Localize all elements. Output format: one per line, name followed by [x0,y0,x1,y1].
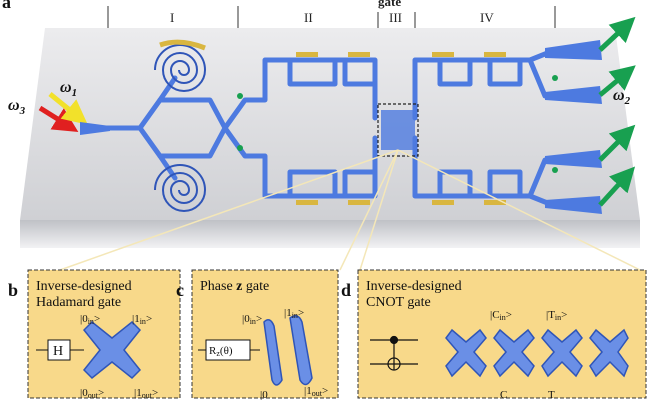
ket-b-in1: |1in> [132,313,152,326]
omega1-label: ω1 [60,79,77,99]
electrode-pads [296,52,506,205]
detector-dots [237,75,558,173]
ket-d-t: |Tin> [546,309,567,322]
cnot-symbol-icon [370,335,418,371]
ket-d-c-out: C [500,389,507,400]
panel-label-a: a [2,0,11,12]
ket-c-in1: |1in> [284,307,304,320]
section-label-1: I [170,10,174,25]
ket-b-out0: |0out> [80,387,104,400]
panel-label-d: d [341,280,351,300]
input-arrow-yellow [48,92,88,125]
spiral-delay-line-icon [154,39,207,212]
panel-label-b: b [8,280,18,300]
omega3-label: ω3 [8,97,26,117]
hadamard-device [82,320,142,380]
cnot-region [377,103,419,157]
ket-b-in0: |0in> [80,313,100,326]
panel-d: d Inverse-designed CNOT gate |Cin> |Tin>… [341,269,647,400]
ket-d-c: |Cin> [490,309,512,322]
output-arrow-icon [598,16,636,207]
ket-c-out1: |1out> [304,385,328,398]
hadamard-symbol: H [53,344,63,359]
panel-d-title-1: Inverse-designed [366,279,462,294]
panel-label-c: c [176,280,184,300]
section-label-4: IV [480,10,494,25]
panel-c: c Phase z gate Rz(θ) |0in> |1in> |0 |1ou… [176,269,339,400]
phase-shifter-left [263,319,283,386]
cnot-device-array [445,328,629,378]
gate-fragment-label: gate [378,0,401,9]
ket-b-out1: |1out> [134,387,158,400]
panel-b: b Inverse-designed Hadamard gate H |0in>… [8,269,181,400]
omega2-label: ω2 [613,87,631,107]
panel-d-title-2: CNOT gate [366,295,431,310]
phase-shifter-right [289,315,313,386]
waveguide-network [80,40,602,214]
panel-c-title: Phase z gate [200,279,269,294]
ket-d-t-out: T [548,389,555,400]
panel-b-title-2: Hadamard gate [36,295,121,310]
ket-c-in0: |0in> [242,313,262,326]
rz-symbol: Rz(θ) [209,345,233,358]
panel-b-title-1: Inverse-designed [36,279,132,294]
projection-lines [59,149,641,271]
section-label-2: II [304,10,313,25]
ket-c-out0: |0 [260,389,268,400]
section-label-3: III [389,10,402,25]
